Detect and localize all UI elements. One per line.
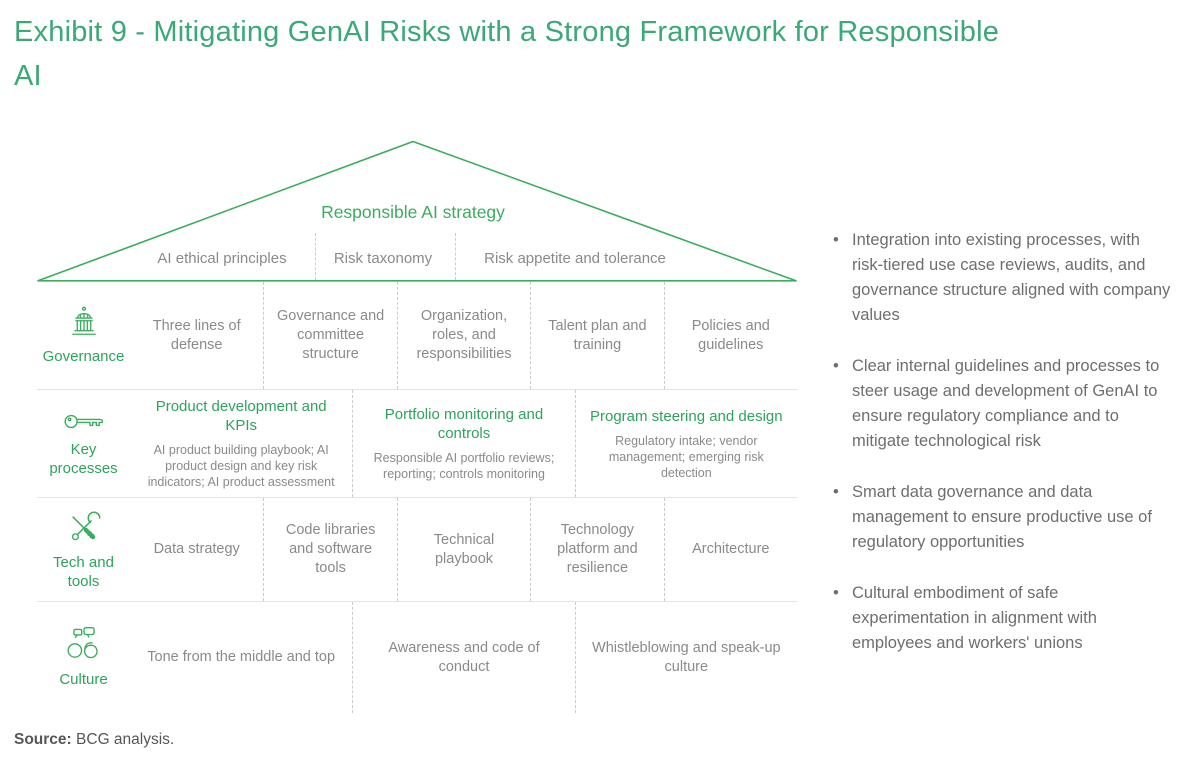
- insight-bullet: Smart data governance and data managemen…: [831, 480, 1171, 555]
- cell-product-development-kpis: Product development and KPIs AI product …: [130, 390, 352, 497]
- key-insights-list: Integration into existing processes, wit…: [831, 228, 1171, 682]
- framework-rows: Governance Three lines of defense Govern…: [37, 282, 797, 713]
- roof-item-risk-appetite: Risk appetite and tolerance: [484, 250, 666, 267]
- cell-data-strategy: Data strategy: [153, 541, 240, 557]
- roof-item-ai-ethical-principles: AI ethical principles: [157, 250, 287, 267]
- responsible-ai-framework-diagram: Responsible AI strategy AI ethical princ…: [37, 140, 797, 713]
- insight-bullet: Cultural embodiment of safe experimentat…: [831, 581, 1171, 656]
- exhibit-title: Exhibit 9 - Mitigating GenAI Risks with …: [14, 16, 1000, 92]
- row-label-tech-and-tools: Tech and tools: [37, 498, 130, 601]
- row-governance: Governance Three lines of defense Govern…: [37, 282, 797, 389]
- row-label-text: Culture: [59, 671, 108, 688]
- source-label: Source:: [14, 731, 72, 748]
- roof-item-risk-taxonomy: Risk taxonomy: [333, 250, 433, 267]
- source-text: BCG analysis.: [76, 731, 175, 748]
- cell-three-lines-of-defense: Three lines of defense: [152, 317, 241, 353]
- row-label-text: Key processes: [49, 441, 118, 477]
- insight-bullet: Clear internal guidelines and processes …: [831, 354, 1171, 454]
- roof-triangle-outline: [37, 140, 797, 282]
- roof-divider: [315, 233, 316, 280]
- cell-title: Portfolio monitoring and controls: [384, 406, 544, 442]
- cell-description: Responsible AI portfolio reviews; report…: [373, 451, 555, 481]
- row-label-culture: Culture: [37, 602, 130, 713]
- cell-title: Program steering and design: [590, 407, 783, 425]
- cell-organization-roles-responsibilities: Organization, roles, and responsibilitie…: [396, 282, 530, 389]
- roof-divider: [455, 233, 456, 280]
- row-label-governance: Governance: [37, 282, 130, 389]
- row-label-text: Governance: [42, 348, 125, 365]
- cell-talent-plan-training: Talent plan and training: [530, 282, 663, 389]
- cell-architecture: Architecture: [663, 498, 797, 601]
- cell-title: Product development and KPIs: [155, 398, 327, 434]
- row-key-processes: Key processes Product development and KP…: [37, 389, 797, 497]
- cell-technical-playbook: Technical playbook: [396, 498, 530, 601]
- source-line: Source: BCG analysis.: [14, 731, 174, 749]
- cell-code-libraries-software-tools: Code libraries and software tools: [263, 498, 396, 601]
- row-tech-and-tools: Tech and tools Data strategy Code librar…: [37, 497, 797, 601]
- government-building-icon: [66, 305, 102, 341]
- insight-bullet: Integration into existing processes, wit…: [831, 228, 1171, 328]
- cell-tone-from-middle-top: Tone from the middle and top: [147, 649, 336, 665]
- cell-whistleblowing-speak-up: Whistleblowing and speak-up culture: [574, 602, 797, 713]
- cell-portfolio-monitoring-controls: Portfolio monitoring and controls Respon…: [352, 390, 574, 497]
- key-icon: [62, 409, 106, 434]
- row-label-text: Tech and tools: [53, 553, 114, 590]
- row-label-key-processes: Key processes: [37, 390, 130, 497]
- cell-policies-guidelines: Policies and guidelines: [663, 282, 797, 389]
- strategy-label: Responsible AI strategy: [321, 202, 505, 222]
- tools-icon: [65, 509, 103, 547]
- cell-awareness-code-of-conduct: Awareness and code of conduct: [352, 602, 574, 713]
- cell-program-steering-design: Program steering and design Regulatory i…: [574, 390, 797, 497]
- row-culture: Culture Tone from the middle and top Awa…: [37, 601, 797, 713]
- cell-description: AI product building playbook; AI product…: [147, 443, 335, 489]
- cell-technology-platform-resilience: Technology platform and resilience: [530, 498, 663, 601]
- strategy-roof: Responsible AI strategy AI ethical princ…: [37, 140, 797, 282]
- cell-governance-committee-structure: Governance and committee structure: [263, 282, 396, 389]
- cell-description: Regulatory intake; vendor management; em…: [608, 433, 764, 480]
- people-conversation-icon: [63, 626, 105, 664]
